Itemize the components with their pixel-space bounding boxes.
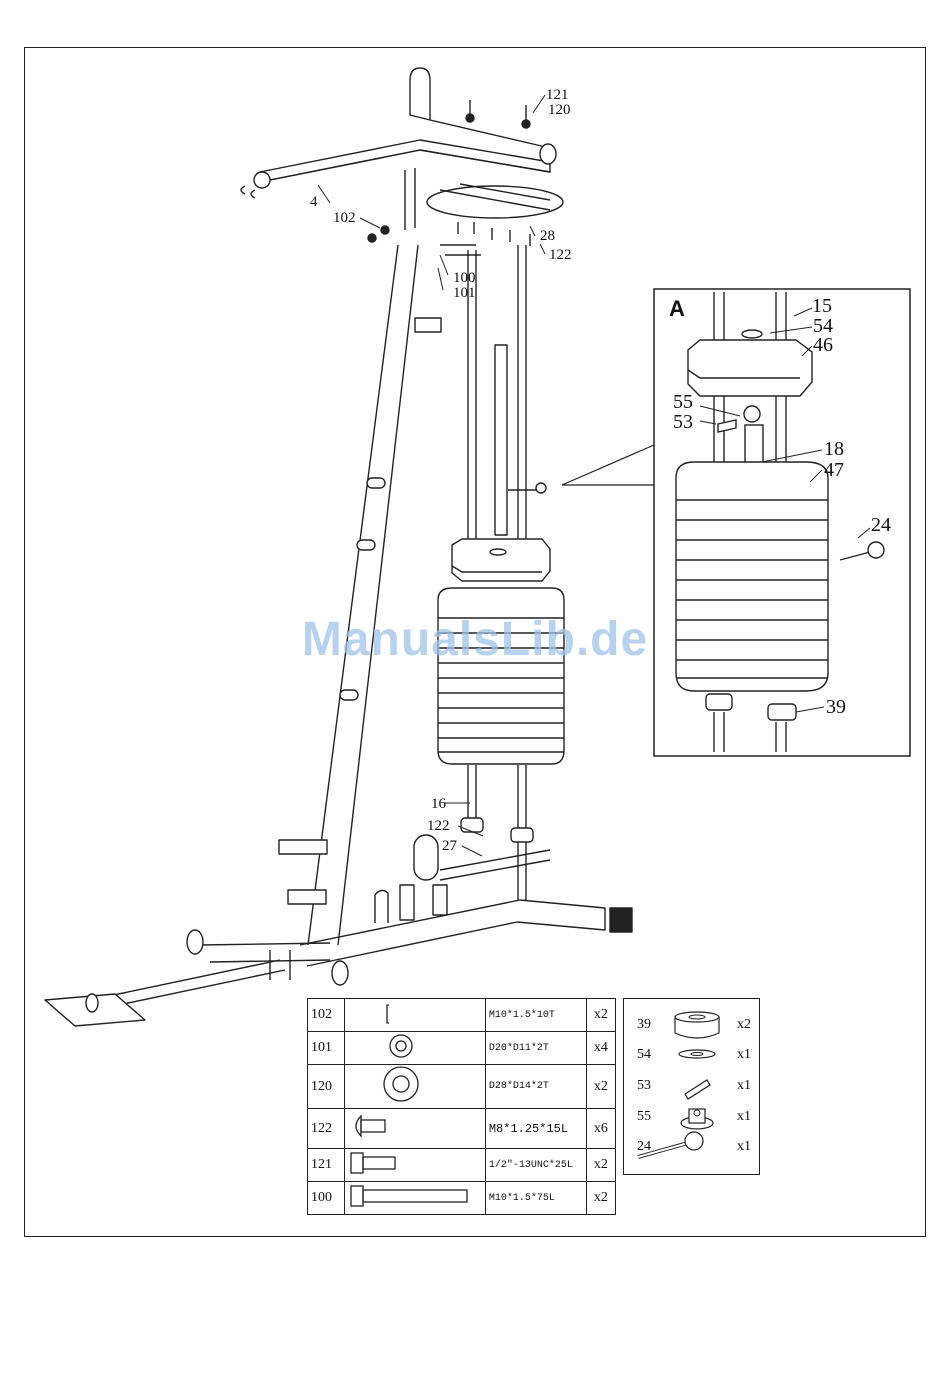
part-spec: M10*1.5*75L bbox=[485, 1182, 586, 1215]
part-qty: x2 bbox=[586, 1065, 615, 1109]
list-item: 53 x1 bbox=[624, 1072, 761, 1102]
callout-55: 55 bbox=[673, 391, 693, 413]
part-spec: 1/2"-13UNC*25L bbox=[485, 1149, 586, 1182]
part-spec: D28*D14*2T bbox=[485, 1065, 586, 1109]
callout-28: 28 bbox=[540, 228, 555, 244]
callout-120: 120 bbox=[548, 102, 571, 118]
round-head-bolt-icon bbox=[344, 1109, 485, 1149]
part-number: 101 bbox=[308, 1032, 345, 1065]
list-item: 24 x1 bbox=[624, 1133, 761, 1163]
part-number: 53 bbox=[637, 1078, 651, 1094]
part-number: 39 bbox=[637, 1017, 651, 1033]
table-row: 120 D28*D14*2T x2 bbox=[308, 1065, 616, 1109]
callout-47: 47 bbox=[824, 459, 844, 481]
list-item: 39 x2 bbox=[624, 1011, 761, 1041]
table-row: 100 M10*1.5*75L x2 bbox=[308, 1182, 616, 1215]
callout-39: 39 bbox=[826, 696, 846, 718]
parts-kit-box: 39 x2 54 x1 53 x1 55 x1 24 x1 bbox=[623, 998, 760, 1175]
watermark: ManualsLib.de bbox=[0, 612, 950, 667]
table-row: 101 D20*D11*2T x4 bbox=[308, 1032, 616, 1065]
callout-102: 102 bbox=[333, 210, 356, 226]
part-spec: M8*1.25*15L bbox=[485, 1109, 586, 1149]
part-qty: x1 bbox=[737, 1078, 751, 1094]
detail-leader-line bbox=[562, 445, 654, 485]
long-bolt-icon bbox=[344, 1182, 485, 1215]
part-spec: D20*D11*2T bbox=[485, 1032, 586, 1065]
hex-bolt-icon bbox=[344, 1149, 485, 1182]
list-item: 54 x1 bbox=[624, 1041, 761, 1071]
part-qty: x2 bbox=[586, 999, 615, 1032]
part-spec: M10*1.5*10T bbox=[485, 999, 586, 1032]
detail-label: A bbox=[669, 296, 685, 321]
top-frame bbox=[241, 68, 563, 230]
part-qty: x4 bbox=[586, 1032, 615, 1065]
part-qty: x6 bbox=[586, 1109, 615, 1149]
part-number: 122 bbox=[308, 1109, 345, 1149]
part-qty: x1 bbox=[737, 1139, 751, 1155]
part-number: 121 bbox=[308, 1149, 345, 1182]
part-number: 55 bbox=[637, 1109, 651, 1125]
callout-15: 15 bbox=[812, 295, 832, 317]
selector-stem bbox=[495, 345, 546, 535]
callout-122-top: 122 bbox=[549, 247, 572, 263]
callout-24: 24 bbox=[871, 514, 891, 536]
part-qty: x1 bbox=[737, 1047, 751, 1063]
head-plate bbox=[452, 539, 550, 581]
callout-100: 100 bbox=[453, 270, 476, 286]
table-row: 121 1/2"-13UNC*25L x2 bbox=[308, 1149, 616, 1182]
part-qty: x2 bbox=[737, 1017, 751, 1033]
table-row: 122 M8*1.25*15L x6 bbox=[308, 1109, 616, 1149]
callout-27: 27 bbox=[442, 838, 458, 854]
top-fasteners bbox=[368, 100, 530, 255]
hardware-table: 102 M10*1.5*10T x2 101 D20*D11*2T x4 120… bbox=[307, 998, 616, 1215]
callout-122-bottom: 122 bbox=[427, 818, 450, 834]
callout-18: 18 bbox=[824, 438, 844, 460]
part-qty: x1 bbox=[737, 1109, 751, 1125]
part-number: 120 bbox=[308, 1065, 345, 1109]
large-washer-icon bbox=[344, 1065, 485, 1109]
callout-16: 16 bbox=[431, 796, 447, 812]
bushing-icon bbox=[669, 1011, 729, 1041]
nut-icon bbox=[344, 999, 485, 1032]
part-number: 54 bbox=[637, 1047, 651, 1063]
selector-pin-icon bbox=[634, 1127, 704, 1161]
callout-101: 101 bbox=[453, 285, 476, 301]
part-number: 102 bbox=[308, 999, 345, 1032]
callout-121: 121 bbox=[546, 87, 569, 103]
part-number: 100 bbox=[308, 1182, 345, 1215]
callout-4: 4 bbox=[310, 194, 318, 210]
detail-view-a: A 15 54 46 55 53 18 47 24 39 bbox=[654, 289, 910, 756]
part-qty: x2 bbox=[586, 1182, 615, 1215]
callout-53: 53 bbox=[673, 411, 693, 433]
callout-46: 46 bbox=[813, 334, 833, 356]
washer-icon bbox=[344, 1032, 485, 1065]
table-row: 102 M10*1.5*10T x2 bbox=[308, 999, 616, 1032]
part-qty: x2 bbox=[586, 1149, 615, 1182]
pin-icon bbox=[669, 1072, 729, 1102]
flat-washer-icon bbox=[669, 1041, 729, 1071]
